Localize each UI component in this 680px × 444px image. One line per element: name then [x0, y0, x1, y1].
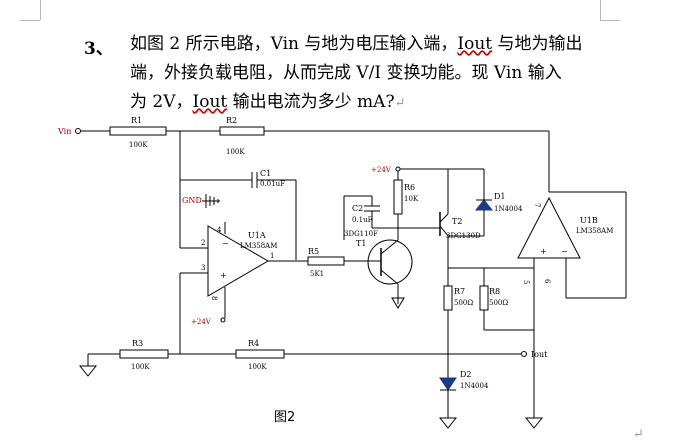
text-run: 如图 2 所示电路，Vin 与地为电压输入端，: [130, 34, 458, 54]
text-run: 输出电流为多少 mA?: [227, 92, 395, 112]
gnd-label: GND: [182, 196, 202, 205]
pin-label: 3: [201, 264, 205, 272]
r1-value: 100K: [129, 141, 148, 149]
d2-name: D2: [460, 370, 472, 379]
r7-resistor: [443, 285, 453, 311]
pin-label: 1: [270, 252, 274, 260]
r3-name: R3: [132, 339, 143, 348]
plus24-label: +24V: [371, 166, 392, 174]
pin-label: 6: [543, 279, 551, 284]
r7-value: 500Ω: [454, 299, 473, 307]
ground-symbol: [524, 417, 544, 429]
paragraph-mark: ↵: [394, 96, 406, 111]
ground-symbol: [438, 417, 458, 429]
r6-value: 10K: [404, 195, 419, 203]
c2-name: C2: [352, 204, 363, 213]
u1a-opamp: [207, 225, 269, 297]
c1-value: 0.01uF: [260, 180, 285, 188]
text-run-iout: Iout: [457, 34, 493, 54]
iout-terminal: [521, 351, 527, 357]
r8-value: 500Ω: [489, 299, 508, 307]
iout-label: Iout: [531, 350, 548, 359]
r3-resistor: [119, 349, 169, 359]
u1b-part: LM358AM: [576, 227, 613, 235]
u1a-noninv-sign: +: [220, 271, 227, 280]
question-text: 如图 2 所示电路，Vin 与地为电压输入端，Iout 与地为输出 端，外接负载…: [130, 30, 610, 118]
pin-label: 5: [522, 280, 530, 284]
margin-mark: [40, 0, 41, 20]
t1-transistor: [367, 239, 413, 285]
pin-label: 4: [217, 226, 222, 234]
r6-resistor: [393, 179, 403, 215]
d2-part: 1N4004: [460, 382, 489, 390]
u1b-noninv-sign: +: [540, 247, 547, 256]
c2-value: 0.1uF: [352, 216, 373, 224]
r6-name: R6: [404, 183, 415, 192]
margin-mark: [600, 20, 620, 21]
vin-label: Vin: [57, 127, 71, 136]
t2-name: T2: [452, 217, 462, 226]
r4-resistor: [235, 349, 285, 359]
r8-name: R8: [489, 287, 500, 296]
r4-value: 100K: [248, 363, 267, 371]
plus24-terminal: [220, 317, 226, 323]
r1-resistor: [109, 126, 167, 136]
r2-resistor: [219, 126, 265, 136]
d1-part: 1N4004: [494, 205, 523, 213]
u1a-name: U1A: [248, 231, 266, 240]
u1a-inv-sign: −: [222, 239, 229, 248]
u1b-inv-sign: −: [561, 247, 568, 256]
u1b-opamp: [517, 196, 581, 259]
ground-symbol: [391, 297, 405, 309]
pin-label: 8: [210, 296, 218, 300]
d1-diode: [474, 199, 494, 211]
figure-caption: 图2: [274, 410, 296, 425]
plus24-label-b: +24V: [191, 318, 212, 326]
text-run-iout: Iout: [192, 92, 228, 112]
r4-name: R4: [248, 339, 259, 348]
r8-resistor: [479, 285, 489, 311]
text-run: 端，外接负载电阻，从而完成 V/I 变换功能。现 Vin 输入: [130, 63, 562, 83]
pin-label: 2: [201, 239, 205, 247]
margin-mark: [600, 0, 601, 20]
u1b-name: U1B: [580, 216, 598, 225]
t1-part: 3DG110F: [344, 230, 378, 238]
r2-value: 100K: [226, 148, 245, 156]
question-number: 3、: [84, 39, 113, 59]
u1a-part: LM358AM: [240, 242, 277, 250]
text-run: 为 2V，: [130, 92, 193, 112]
r2-name: R2: [226, 116, 237, 125]
r1-name: R1: [131, 116, 142, 125]
vin-terminal: [75, 128, 81, 134]
r5-resistor: [307, 256, 345, 266]
d1-name: D1: [494, 192, 506, 201]
paragraph-mark: ↵: [633, 427, 644, 442]
plus24-terminal: [395, 166, 401, 172]
margin-mark: [20, 20, 40, 21]
r3-value: 100K: [131, 363, 150, 371]
text-run: 与地为输出: [492, 34, 583, 54]
t1-name: T1: [356, 239, 366, 248]
r5-name: R5: [308, 247, 319, 256]
c1-name: C1: [260, 169, 271, 178]
d2-diode: [439, 377, 457, 391]
ground-symbol: [78, 365, 98, 377]
r5-value: 5K1: [310, 270, 324, 278]
pin-label: 7: [533, 203, 541, 207]
t2-part: 3DG130D: [446, 232, 481, 240]
r7-name: R7: [454, 287, 465, 296]
